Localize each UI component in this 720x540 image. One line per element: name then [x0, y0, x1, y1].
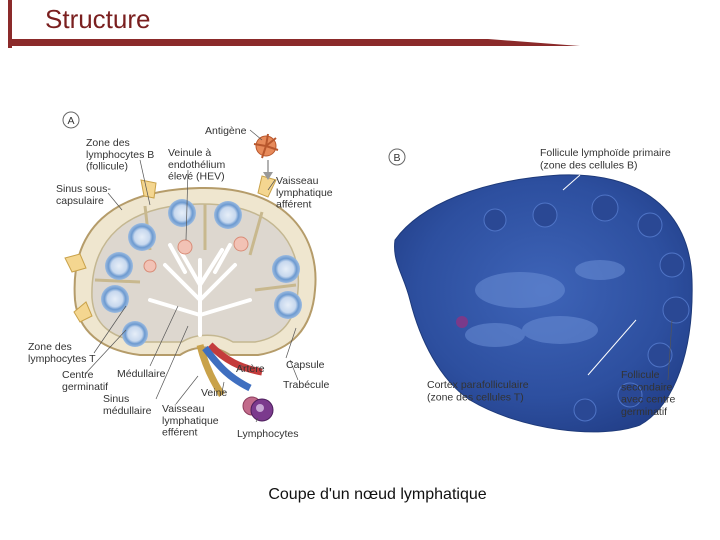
afferent-vessels [64, 175, 277, 323]
label-line: Cortex parafolliculaire [427, 379, 529, 391]
label-line: lymphocytes B [86, 149, 154, 161]
label-line: Antigène [205, 125, 247, 137]
label-line: élevé (HEV) [168, 171, 225, 183]
medulla-tracts [465, 260, 625, 347]
artery [207, 342, 263, 376]
label-artere: Artère [236, 363, 265, 375]
follicle [105, 252, 133, 280]
label-line: lymphatique [276, 187, 333, 199]
panel-a-letter: A [67, 115, 74, 127]
label-line: (follicule) [86, 161, 128, 173]
label-capsule: Capsule [286, 359, 325, 371]
follicle [214, 201, 242, 229]
page-title: Structure [45, 4, 151, 34]
label-line: lymphatique [162, 415, 219, 427]
label-line: germinatif [62, 381, 108, 393]
leader-lines-b-outer [667, 319, 673, 381]
leader-lines-a [85, 129, 299, 423]
follicle [101, 285, 129, 313]
figure-caption: Coupe d'un nœud lymphatique [268, 486, 487, 503]
efferent-vessel [196, 344, 225, 397]
hev-venules [143, 236, 249, 273]
label-line: (zone des cellules T) [427, 391, 524, 403]
label-line: Vaisseau [276, 175, 319, 187]
label-line: avec centre [621, 394, 675, 406]
label-line: lymphocytes T [28, 353, 96, 365]
leader-lines-b [562, 174, 637, 376]
label-line: Sinus sous- [56, 183, 111, 195]
follicle [128, 223, 156, 251]
panel-b-badge [388, 148, 406, 166]
title-bar: Structure [0, 0, 720, 50]
panel-a: A [28, 111, 333, 440]
follicle [274, 291, 302, 319]
label-line: Vaisseau [162, 403, 205, 415]
label-line: capsulaire [56, 195, 104, 207]
label-lymphocytes: Lymphocytes [237, 428, 298, 440]
label-line: Médullaire [117, 368, 166, 380]
panel-a-badge [62, 111, 80, 129]
lymphocytes-icon [242, 396, 274, 422]
label-line: secondaire [621, 381, 673, 393]
title-underline [8, 39, 580, 46]
label-line: Zone des [86, 137, 130, 149]
label-line: Capsule [286, 359, 325, 371]
label-line: Centre [62, 369, 94, 381]
label-sinus-sous-capsulaire: Sinus sous-capsulaire [56, 183, 111, 207]
antigen-icon [253, 133, 279, 180]
label-line: Veine [201, 387, 227, 399]
label-line: germinatif [621, 406, 667, 418]
label-line: Artère [236, 363, 265, 375]
panel-b-letter: B [393, 152, 400, 164]
label-line: (zone des cellules B) [540, 159, 637, 171]
label-line: Veinule à [168, 147, 211, 159]
label-follicule-primaire: Follicule lymphoïde primaire(zone des ce… [540, 147, 671, 171]
follicle [122, 321, 148, 347]
medulla-cords [148, 243, 252, 337]
label-line: médullaire [103, 405, 152, 417]
label-veine: Veine [201, 387, 227, 399]
label-line: efférent [162, 427, 197, 439]
label-line: Sinus [103, 393, 129, 405]
label-line: Zone des [28, 341, 72, 353]
follicles [101, 199, 302, 347]
label-medullaire: Médullaire [117, 368, 166, 380]
vein [202, 345, 252, 392]
label-line: Follicule [621, 369, 660, 381]
panel-b: B Follicule lymp [388, 147, 693, 433]
histology-follicles [483, 194, 690, 422]
label-line: endothélium [168, 159, 225, 171]
title-accent-bar [8, 0, 12, 48]
label-line: Follicule lymphoïde primaire [540, 147, 671, 159]
label-line: Trabécule [283, 379, 329, 391]
follicle [168, 199, 196, 227]
label-trabecule: Trabécule [283, 379, 329, 391]
label-cortex-parafolliculaire: Cortex parafolliculaire(zone des cellule… [427, 379, 529, 403]
purple-spot [456, 316, 468, 328]
label-line: afférent [276, 199, 311, 211]
follicle [272, 255, 300, 283]
label-line: Lymphocytes [237, 428, 298, 440]
label-antigene: Antigène [205, 125, 247, 137]
